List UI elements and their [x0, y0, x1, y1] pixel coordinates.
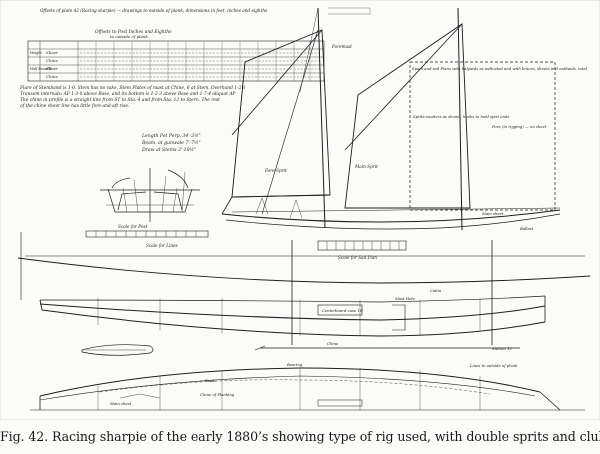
mast-hole-label: Mast Hole: [394, 296, 416, 301]
row-label-4: Chine: [46, 74, 58, 79]
ballast-label: Ballast: [519, 226, 534, 231]
sail-plan: [221, 7, 561, 231]
mainsheet-label: Main sheet: [481, 211, 504, 216]
mainsprit-label: Main-Sprit: [354, 164, 378, 169]
foremast-label: Foremast: [331, 44, 352, 49]
principal-dimensions: Length Pet Perp. 34'-2½" Beam, at gunwal…: [141, 132, 201, 153]
centerboard-label: Centerboard case 18': [322, 308, 363, 313]
row-group-breadth: Half Breadth: [29, 67, 52, 71]
foresprit-label: Fore-Sprit: [264, 168, 287, 173]
offsets-table: Offsets to Post Inches and Eighths to ou…: [27, 30, 325, 82]
lines-scale-label: Scale for Lines: [146, 243, 178, 248]
sail-scale-bar: Scale for Sail Plan: [317, 240, 407, 260]
sail-note-top: Spars and sail Plans with halyards as in…: [412, 66, 588, 71]
chine-of-planking-label: Chine of Planking: [200, 392, 235, 397]
dinghy-sketch: [81, 344, 154, 356]
bearing-label: Bearing: [286, 362, 303, 367]
profile-labels: Centerboard case 18' Mast Hole Chine Sta…: [322, 288, 512, 351]
note-line-2: Transom internals: AP 1-3-0 above Base, …: [20, 92, 236, 97]
chine-label: Chine: [327, 341, 339, 346]
half-breadth-labels: Bearing Lines to outside of plank Deck C…: [109, 362, 518, 406]
dim-beam: Beam, at gunwale 7'-7½": [141, 139, 201, 146]
note-line-1: Flare of Stemband is 1-0. Stem has no ra…: [19, 85, 246, 91]
profile-view: [17, 232, 591, 351]
sharpie-plan-drawing: Offsets of plate 42 (Racing sharpie) — d…: [0, 0, 600, 420]
body-scale-bar: [85, 230, 209, 238]
row-group-height: Height: [29, 51, 42, 55]
note-line-4: of the chine sheer line has little fore-…: [20, 104, 129, 109]
sail-labels: Foremast Fore-Sprit Main-Sprit Spars and…: [264, 44, 588, 231]
table-title: Offsets to Post Inches and Eighths: [95, 30, 172, 35]
main-sheet-label-2: Main sheet: [109, 401, 132, 406]
half-breadth-plan: [30, 367, 585, 411]
row-label-2: Chine: [46, 58, 58, 63]
station-label: Station 12: [492, 346, 512, 351]
body-plan: [100, 168, 200, 222]
row-label-3: Sheer: [46, 66, 59, 71]
header-note: Offsets of plate 42 (Racing sharpie) — d…: [40, 8, 267, 13]
sprit-note: Sprits-snotters as shown, hooks to hold …: [413, 114, 509, 119]
figure-caption: Fig. 42. Racing sharpie of the early 188…: [0, 429, 600, 444]
table-subtitle: to outside of plank: [110, 34, 148, 39]
construction-notes: Flare of Stemband is 1-0. Stem has no ra…: [19, 85, 246, 109]
body-scale-label: Scale for Post: [118, 224, 148, 229]
note-line-3: The chine in profile is a straight line …: [20, 98, 220, 103]
fore-rigging-note: Fore (in rigging) — no sheet: [491, 124, 547, 129]
lines-note: Lines to outside of plank: [469, 363, 518, 368]
dim-length: Length Pet Perp. 34'-2½": [141, 132, 201, 139]
cabin-label: Cabin: [430, 288, 442, 293]
row-label-1: Sheer: [46, 50, 59, 55]
deck-label: Deck: [204, 378, 215, 383]
sail-scale-label: Scale for Sail Plan: [338, 255, 377, 260]
dim-draft: Draw at Stems 3'-10½": [141, 146, 196, 153]
